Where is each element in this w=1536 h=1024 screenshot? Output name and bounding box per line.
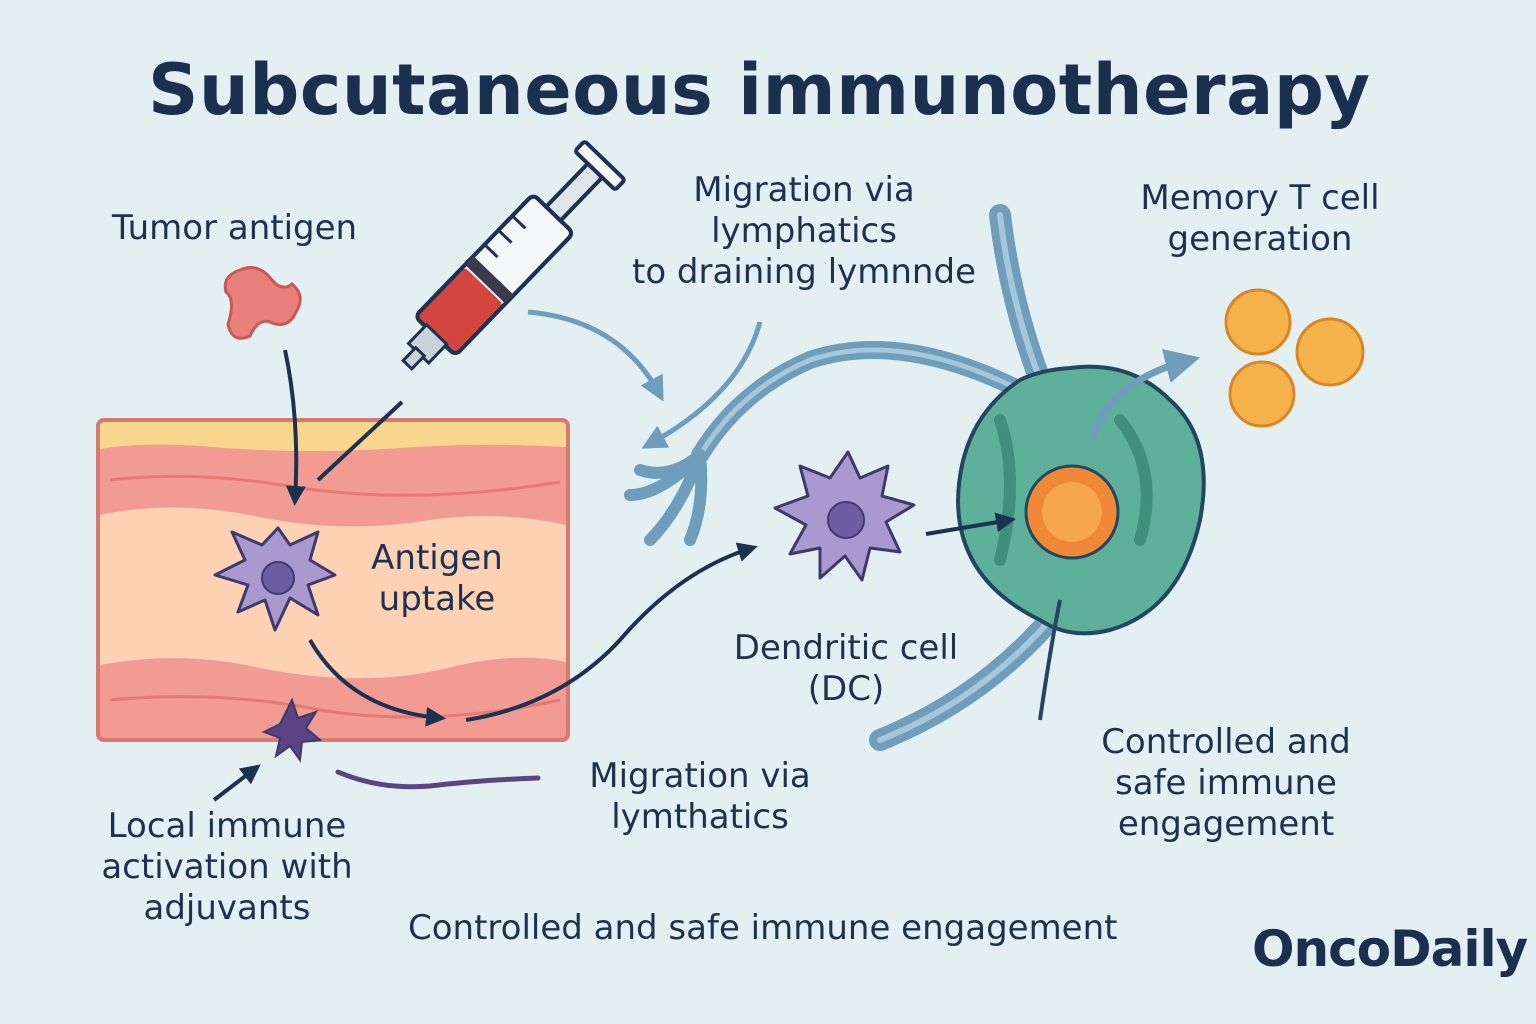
lymph-vessels (624, 204, 1061, 751)
label-controlled-right-line3: engagement (1117, 803, 1335, 844)
label-migration-top-line2: lymphatics (711, 210, 897, 251)
label-controlled-right-line1: Controlled and (1101, 722, 1351, 762)
label-migration-bottom-line1: Migration via (589, 756, 811, 796)
label-migration-top: Migration via lymphatics to draining lym… (624, 170, 984, 292)
label-tumor-antigen: Tumor antigen (112, 208, 357, 249)
adjuvant-icon (261, 697, 323, 763)
label-antigen-uptake: Antigen uptake (352, 538, 522, 620)
label-memory-t-cell-line1: Memory T cell (1140, 178, 1380, 218)
label-dendritic-cell-line1: Dendritic cell (733, 628, 959, 668)
label-memory-t-cell-line2: generation (1167, 218, 1353, 259)
label-local-immune: Local immune activation with adjuvants (82, 806, 372, 928)
label-antigen-uptake-line1: Antigen (371, 538, 503, 578)
label-controlled-right-line2: safe immune (1115, 762, 1337, 803)
label-migration-top-line3: to draining lymnnde (631, 251, 976, 292)
skin-deep-layer (100, 657, 566, 738)
label-migration-bottom-line2: lymthatics (611, 796, 789, 837)
memory-t-cell-icon (1224, 288, 1365, 428)
dendritic-cell-icon (213, 526, 337, 632)
label-local-immune-line1: Local immune (107, 806, 347, 846)
label-tumor-antigen-text: Tumor antigen (112, 208, 358, 248)
tumor-antigen-icon (223, 266, 302, 340)
brand-logo: OncoDaily (1252, 920, 1528, 978)
skin-epidermis-layer (100, 444, 566, 527)
label-controlled-right: Controlled and safe immune engagement (1086, 722, 1366, 844)
dendritic-cell-icon (773, 450, 916, 582)
t-cell-icon (1024, 464, 1120, 560)
label-local-immune-line3: adjuvants (143, 887, 311, 928)
label-antigen-uptake-line2: uptake (378, 578, 496, 619)
label-dendritic-cell-line2: (DC) (807, 668, 885, 709)
label-local-immune-line2: activation with (101, 846, 353, 887)
label-controlled-bottom-text: Controlled and safe immune engagement (408, 908, 1118, 948)
label-controlled-bottom: Controlled and safe immune engagement (408, 908, 1117, 949)
skin-surface-layer (100, 422, 566, 452)
label-migration-bottom: Migration via lymthatics (570, 756, 830, 838)
label-memory-t-cell: Memory T cell generation (1120, 178, 1400, 260)
label-migration-top-line1: Migration via (693, 170, 915, 210)
syringe-icon (316, 140, 626, 482)
label-dendritic-cell: Dendritic cell (DC) (716, 628, 976, 710)
skin-block (96, 418, 570, 742)
page-title: Subcutaneous immunotherapy (148, 49, 1371, 131)
